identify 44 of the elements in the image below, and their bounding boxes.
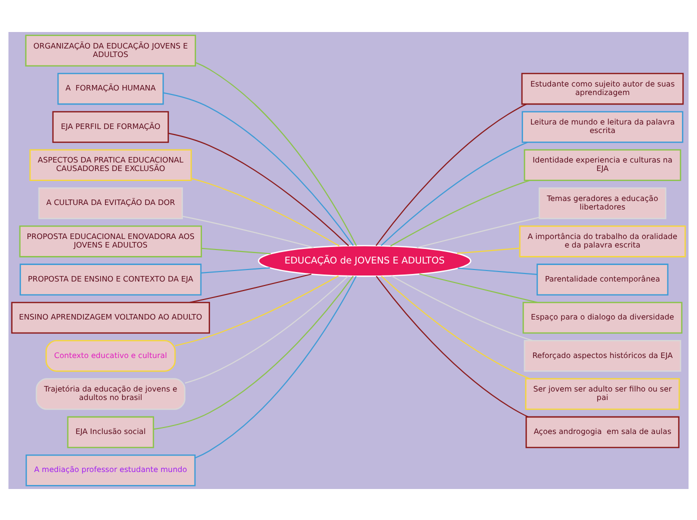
connector	[168, 132, 350, 246]
node-box: PROPOSTA DE ENSINO E CONTEXTO DA EJA	[20, 263, 202, 295]
node-box: Parentalidade contemporânea	[536, 263, 668, 295]
node-box: A FORMAÇÃO HUMANA	[57, 72, 164, 104]
node-ellipse: EDUCAÇÃO de JOVENS E ADULTOS	[258, 244, 472, 276]
node-box: EJA Inclusão social	[67, 416, 154, 448]
node-box: PROPOSTA EDUCACIONAL ENOVADORA AOS JOVENS E ADULTOS	[19, 225, 202, 257]
node-box: Contexto educativo e cultural	[46, 340, 176, 372]
connector	[194, 275, 357, 458]
connector	[184, 275, 349, 384]
node-box: Leitura de mundo e leitura da palavra escrita	[522, 110, 684, 142]
connector	[191, 177, 340, 246]
node-box: Espaço para o dialogo da diversidade	[522, 301, 682, 334]
connector	[391, 274, 533, 341]
connector	[376, 103, 527, 246]
node-box: A CULTURA DA EVITAÇÃO DA DOR	[38, 186, 183, 219]
connector	[201, 266, 270, 273]
connector	[175, 274, 339, 346]
connector	[419, 272, 538, 302]
connector	[381, 275, 530, 379]
node-box: Estudante como sujeito autor de suas aprendizagem	[521, 72, 684, 104]
node-box: Reforçado aspectos históricos da EJA	[524, 340, 682, 372]
node-box: A mediação professor estudante mundo	[26, 454, 196, 486]
node-box: A importância do trabalho da oralidade e da palavra escrita	[519, 225, 686, 257]
connector	[182, 215, 314, 248]
node-box: Temas geradores a educação libertadores	[538, 186, 666, 219]
connector	[457, 247, 520, 254]
node-box: Açoes androgogia em sala de aulas	[526, 416, 680, 448]
connector	[416, 216, 540, 248]
connector	[376, 275, 528, 417]
node-box: ASPECTOS DA PRATICA EDUCACIONAL CAUSADORES DE EXCLUSÃO	[29, 148, 192, 180]
connector	[201, 247, 271, 254]
connector	[390, 179, 530, 246]
connector	[458, 267, 538, 275]
connector	[380, 141, 528, 246]
node-box: ENSINO APRENDIZAGEM VOLTANDO AO ADULTO	[11, 301, 210, 334]
connector	[153, 275, 354, 430]
node-box: Ser jovem ser adulto ser filho ou ser pai	[525, 378, 680, 410]
node-box: Identidade experiencia e culturas na EJA	[524, 148, 682, 180]
connector	[195, 61, 357, 246]
connector	[163, 92, 354, 246]
node-box: Trajetória da educação de jovens e adultos no brasil	[36, 378, 186, 410]
node-box: ORGANIZAÇÃO DA EDUCAÇÃO JOVENS E ADULTOS	[25, 34, 196, 66]
node-box: EJA PERFIL DE FORMAÇÃO	[52, 110, 169, 142]
